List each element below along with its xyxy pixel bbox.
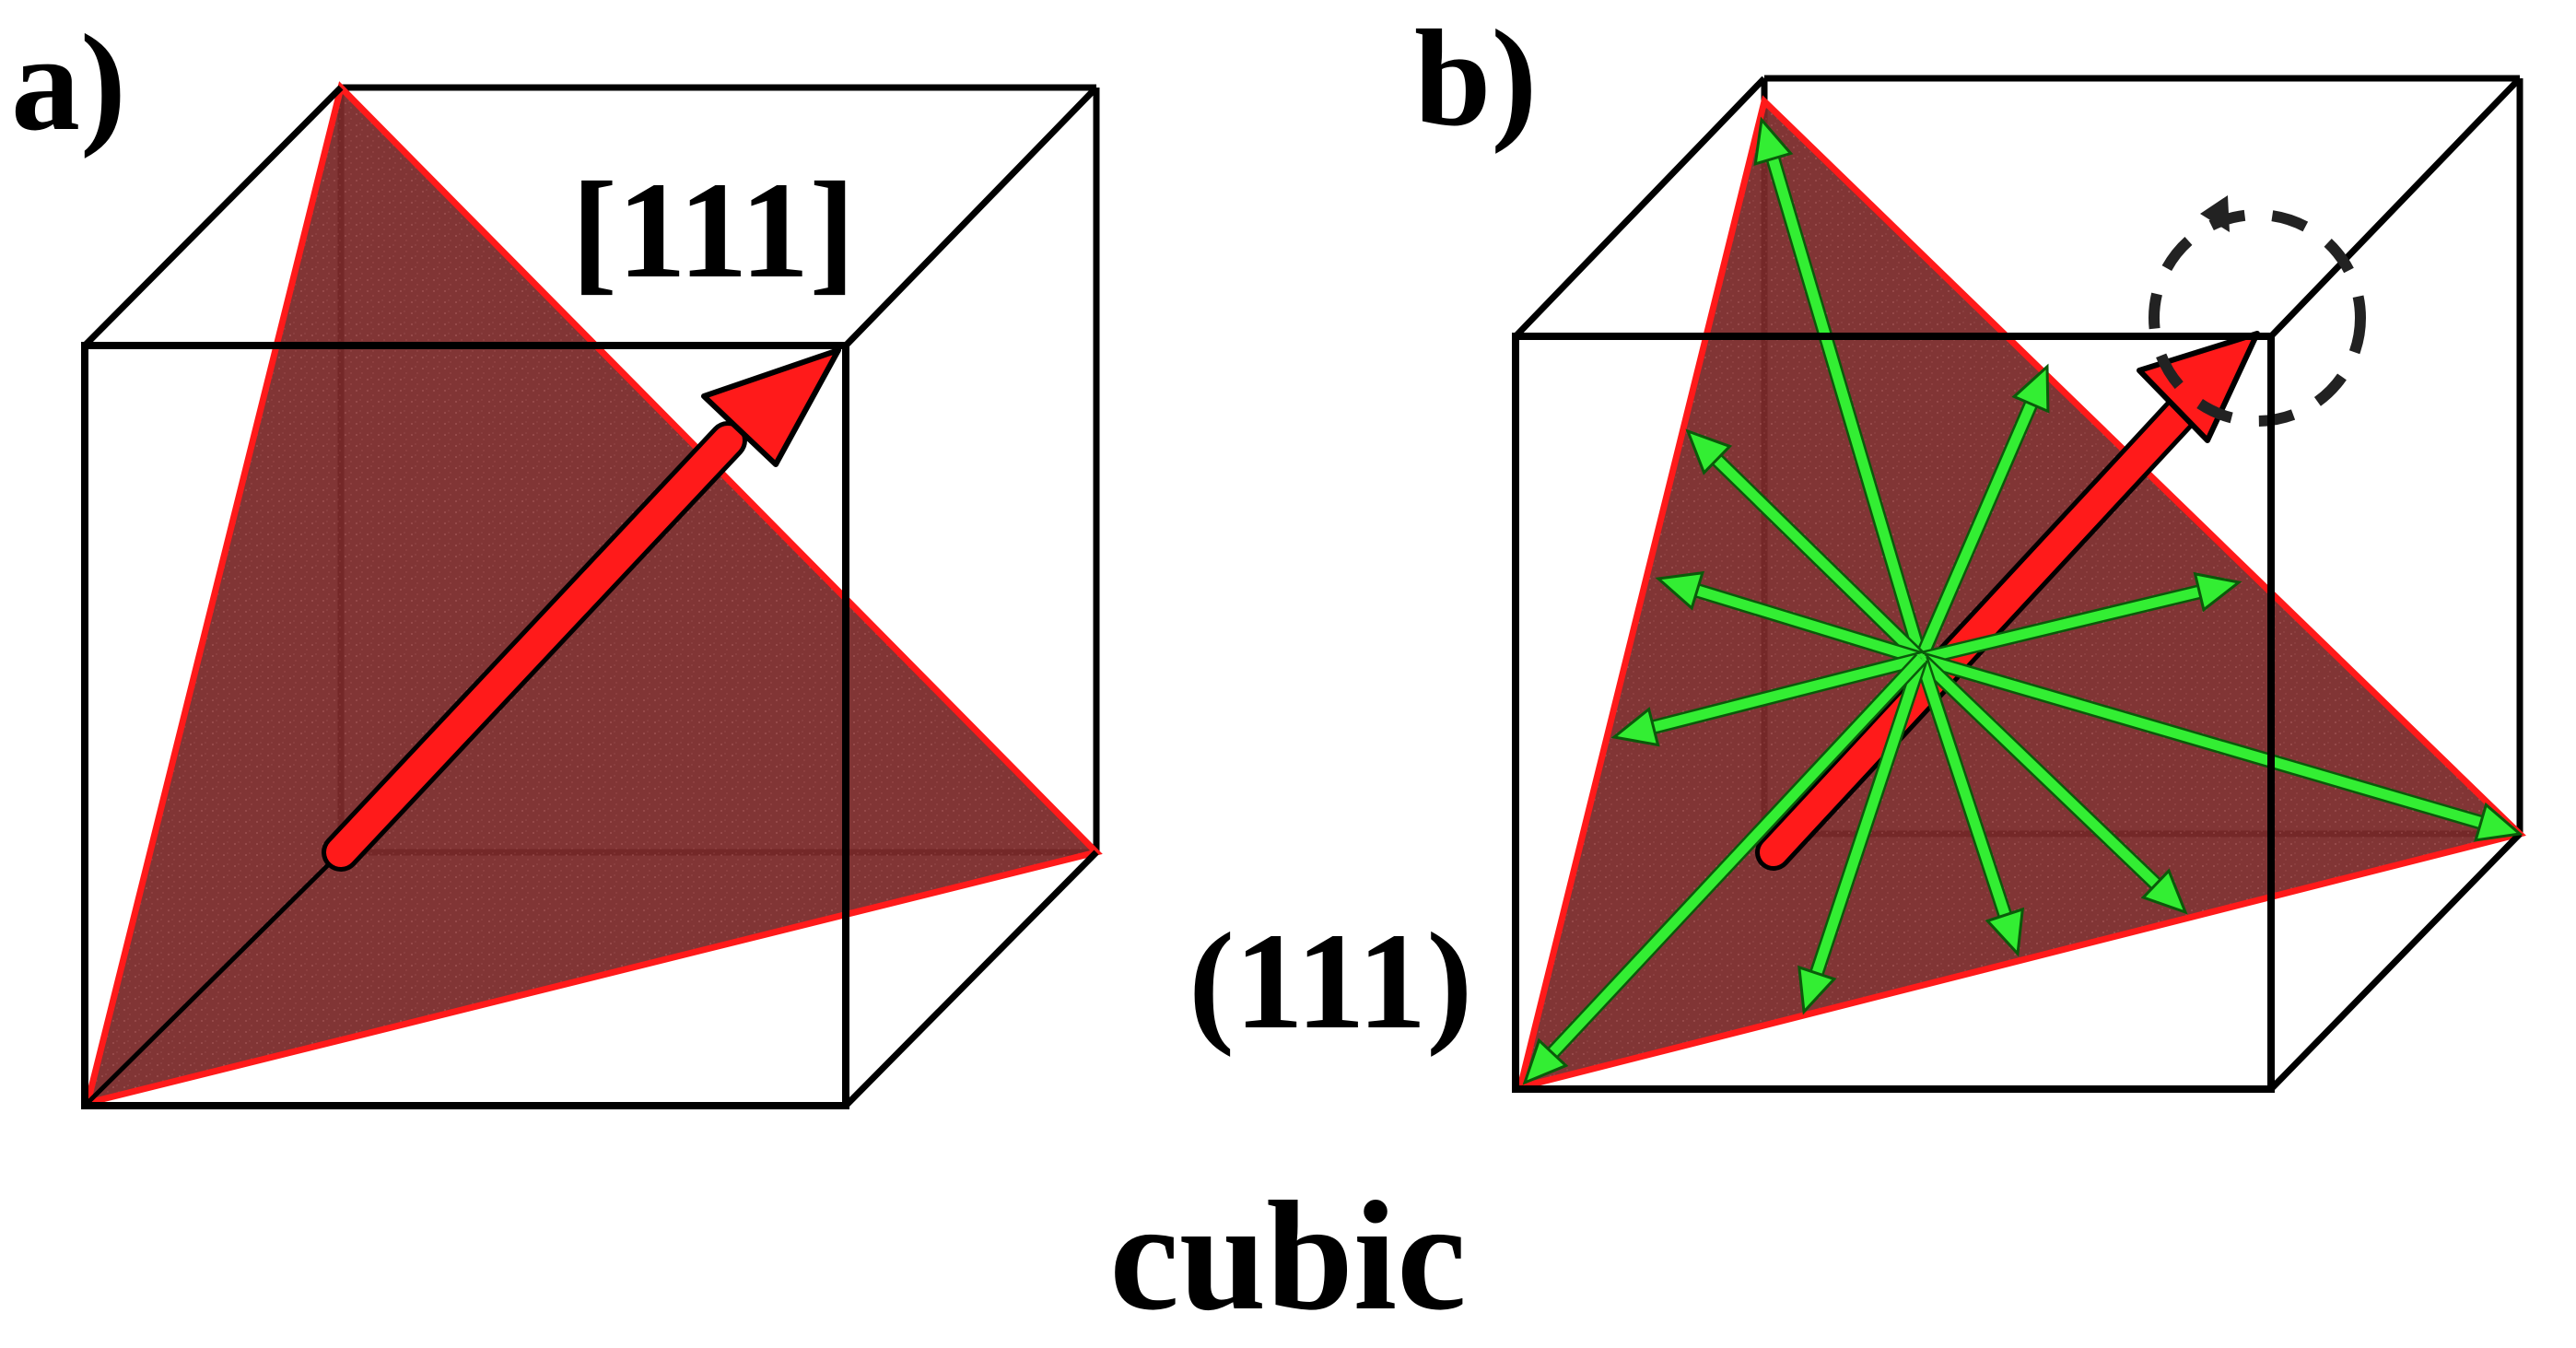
normal-arrow-a xyxy=(322,347,841,872)
cube-b-connecting-edges xyxy=(1513,76,2523,1092)
green-double-arrow-icon xyxy=(1919,571,2242,666)
panel-b-label: b) xyxy=(1414,2,1537,155)
red-arrow-icon xyxy=(2137,331,2260,443)
panel-b: b) (111) xyxy=(1188,2,2526,1093)
rotation-arrowhead-icon xyxy=(2200,195,2230,232)
plane-label-111: (111) xyxy=(1188,905,1472,1058)
direction-label-111: [111] xyxy=(571,154,855,307)
in-plane-arrows xyxy=(1522,116,2523,1085)
green-double-arrow-icon xyxy=(1522,653,1926,1085)
panel-a: a) [111] xyxy=(11,6,1103,1109)
green-double-arrow-icon xyxy=(1914,363,2050,662)
dashed-circle-rotation-icon xyxy=(2149,195,2366,427)
green-double-arrow-icon xyxy=(1914,656,2025,957)
green-double-arrow-icon xyxy=(1610,651,1923,747)
cube-a-connecting-edges xyxy=(82,85,1099,1108)
cube-a-front-face xyxy=(81,342,849,1109)
normal-arrow-b xyxy=(1755,331,2260,871)
cube-b-front-face xyxy=(1512,333,2275,1093)
green-double-arrow-icon xyxy=(1915,653,2188,915)
red-arrow-icon xyxy=(701,347,841,467)
figure-caption: cubic xyxy=(1109,1169,1466,1342)
panel-a-label: a) xyxy=(11,6,126,159)
green-double-arrow-icon xyxy=(1753,116,1928,662)
green-double-arrow-icon xyxy=(1918,651,2523,842)
green-double-arrow-icon xyxy=(1797,656,1928,1015)
green-double-arrow-icon xyxy=(1685,428,1926,664)
green-double-arrow-icon xyxy=(1655,570,1924,666)
